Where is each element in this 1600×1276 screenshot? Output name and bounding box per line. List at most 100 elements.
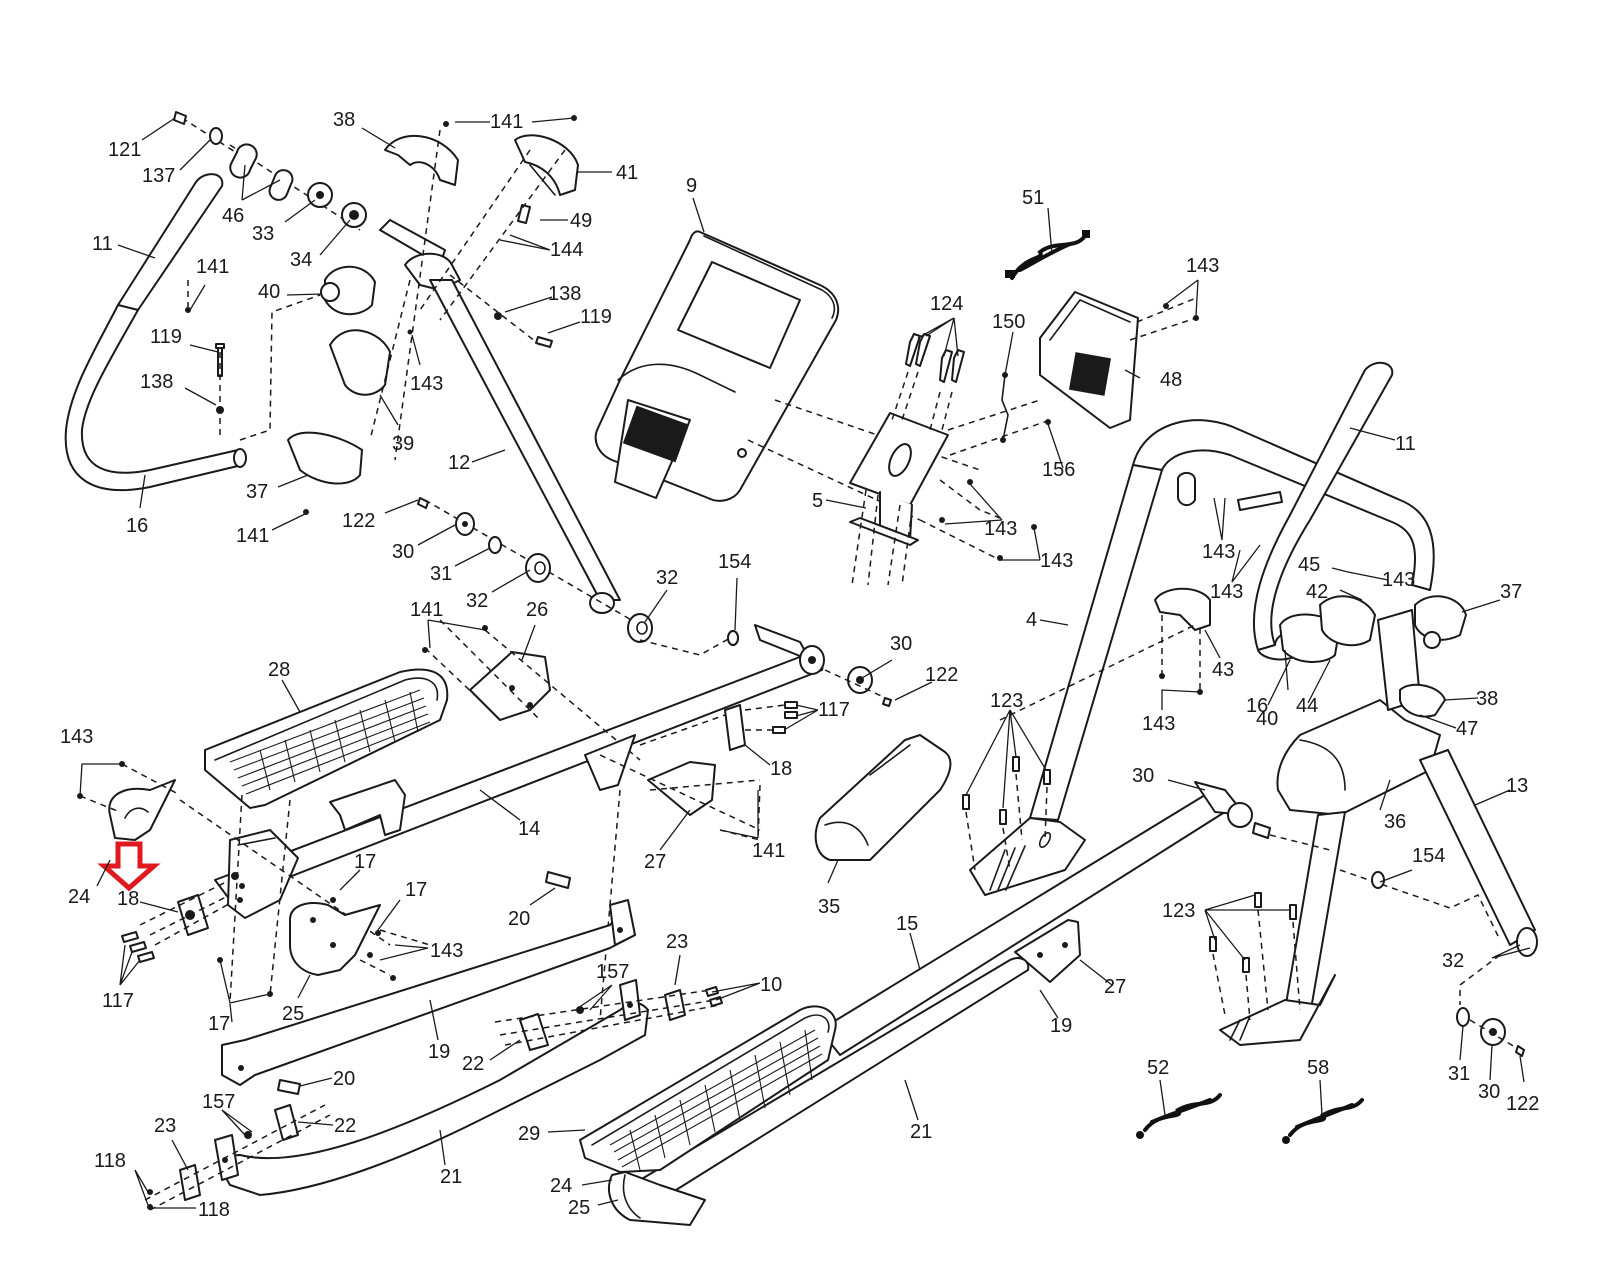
callout-23: 23: [154, 1115, 176, 1137]
callout-15: 15: [896, 913, 918, 935]
callout-58: 58: [1307, 1057, 1329, 1079]
callout-32: 32: [466, 590, 488, 612]
callout-17: 17: [405, 879, 427, 901]
callout-21: 21: [440, 1166, 462, 1188]
callout-143: 143: [1202, 541, 1235, 563]
callout-35: 35: [818, 896, 840, 918]
part-154-rings: [727, 630, 739, 646]
callout-141: 141: [410, 599, 443, 621]
callout-23: 23: [666, 931, 688, 953]
callout-141: 141: [752, 840, 785, 862]
part-150-wire: [919, 372, 1051, 561]
callout-30: 30: [1478, 1081, 1500, 1103]
callout-150: 150: [992, 311, 1025, 333]
callout-38: 38: [333, 109, 355, 131]
callout-117: 117: [818, 699, 850, 721]
callout-143: 143: [430, 940, 463, 962]
part-124-screws: [891, 333, 965, 431]
part-5-console-mount: [849, 412, 949, 586]
part-18-bracket-upper: [639, 701, 798, 841]
highlight-arrow-icon: [97, 841, 161, 892]
callout-11: 11: [92, 233, 113, 255]
callout-34: 34: [290, 249, 312, 271]
part-21-right-rail: [639, 957, 1030, 1201]
part-11-left-upper-arm: [64, 173, 247, 492]
callout-19: 19: [1050, 1015, 1072, 1037]
part-28-left-pedal: [204, 668, 449, 809]
part-22-23-157-hardware-left: [144, 986, 723, 1211]
pedal-grip-grid: [229, 689, 431, 795]
callout-138: 138: [140, 371, 173, 393]
callout-123: 123: [1162, 900, 1195, 922]
callout-46: 46: [222, 205, 244, 227]
callout-17: 17: [208, 1013, 230, 1035]
part-37-right-cover: [1414, 595, 1467, 649]
pedal-grip-grid-right: [609, 1029, 823, 1171]
part-51-power-cable: [1005, 230, 1090, 280]
callout-143: 143: [1186, 255, 1219, 277]
part-13-rear-stabilizer-leg: [1219, 749, 1538, 1057]
callout-9: 9: [686, 175, 697, 197]
callout-143: 143: [410, 373, 443, 395]
callout-157: 157: [202, 1091, 235, 1113]
callout-122: 122: [1506, 1093, 1539, 1115]
part-48-console-shroud: [1039, 291, 1199, 429]
callout-5: 5: [812, 490, 823, 512]
part-27-bracket-right: [1014, 919, 1081, 983]
part-123-bolts-right: [1209, 892, 1301, 1021]
part-37-pivot-lower-cover: [287, 431, 363, 485]
callout-22: 22: [462, 1053, 484, 1075]
part-14-left-pedal-arm: [214, 624, 892, 901]
callout-119: 119: [150, 326, 182, 348]
callout-27: 27: [1104, 976, 1126, 998]
callout-12: 12: [448, 452, 470, 474]
callout-18: 18: [770, 758, 792, 780]
callout-143: 143: [1142, 713, 1175, 735]
callout-156: 156: [1042, 459, 1075, 481]
part-30-31-32-link-washers: [417, 497, 653, 643]
callout-143: 143: [1040, 550, 1073, 572]
callout-24: 24: [68, 886, 90, 908]
callout-30: 30: [392, 541, 414, 563]
callout-122: 122: [342, 510, 375, 532]
callout-48: 48: [1160, 369, 1182, 391]
callout-37: 37: [1500, 581, 1522, 603]
callout-119: 119: [580, 306, 612, 328]
callout-22: 22: [334, 1115, 356, 1137]
part-27-bracket-left: [584, 734, 761, 1021]
part-39-pivot-cover: [329, 329, 391, 396]
callout-4: 4: [1026, 609, 1037, 631]
callout-19: 19: [428, 1041, 450, 1063]
callout-33: 33: [252, 223, 274, 245]
callout-10: 10: [760, 974, 782, 996]
callout-37: 37: [246, 481, 268, 503]
callout-122: 122: [925, 664, 958, 686]
part-35-rear-shroud: [814, 734, 952, 861]
part-4-main-upright: [969, 419, 1435, 896]
part-24-left-cap: [77, 761, 181, 841]
callout-141: 141: [196, 256, 229, 278]
callout-30: 30: [890, 633, 912, 655]
callout-11: 11: [1395, 433, 1416, 455]
callout-17: 17: [354, 851, 376, 873]
callout-29: 29: [518, 1123, 540, 1145]
part-24-25-right-caps: [608, 1171, 706, 1226]
callout-26: 26: [526, 599, 548, 621]
part-29-right-pedal: [579, 1005, 837, 1173]
callout-36: 36: [1384, 811, 1406, 833]
callout-27: 27: [644, 851, 666, 873]
callout-49: 49: [570, 210, 592, 232]
callout-47: 47: [1456, 718, 1478, 740]
part-25-rear-cap: [289, 897, 431, 981]
part-123-bolts-left: [962, 756, 1051, 871]
callout-31: 31: [1448, 1063, 1470, 1085]
part-36-lower-shroud: [1276, 609, 1446, 816]
callout-144: 144: [550, 239, 583, 261]
callout-25: 25: [282, 1003, 304, 1025]
callout-157: 157: [596, 961, 629, 983]
callout-32: 32: [656, 567, 678, 589]
callout-143: 143: [1382, 569, 1415, 591]
callout-21: 21: [910, 1121, 932, 1143]
callout-52: 52: [1147, 1057, 1169, 1079]
